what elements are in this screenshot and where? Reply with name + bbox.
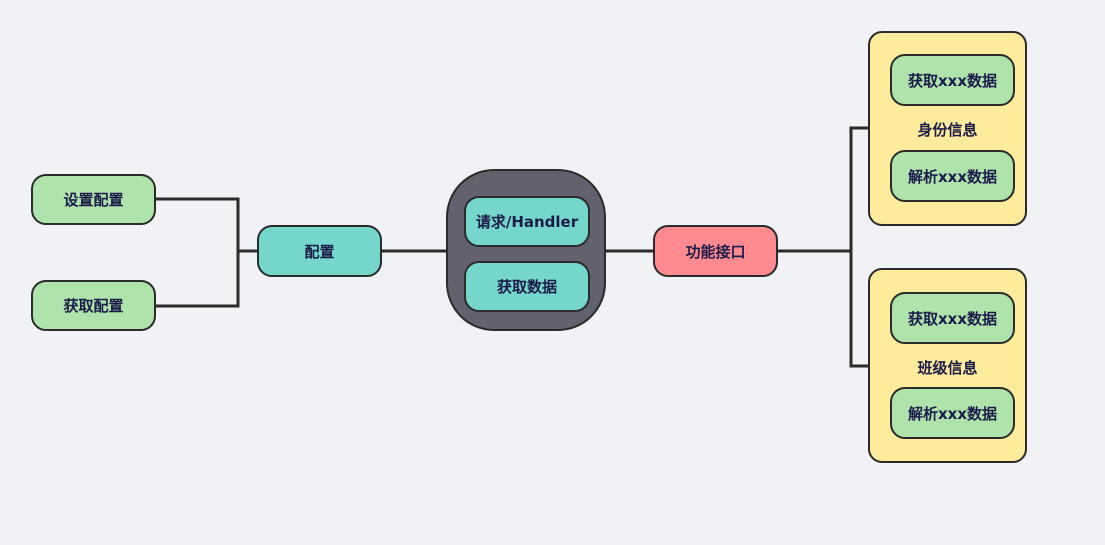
- config-node[interactable]: 配置: [257, 225, 382, 277]
- class-info-group[interactable]: 获取xxx数据 班级信息 解析xxx数据: [868, 268, 1027, 463]
- set-config-node[interactable]: 设置配置: [31, 174, 156, 225]
- connector-set-config: [155, 197, 258, 253]
- connector-get-config: [155, 251, 240, 308]
- identity-info-group[interactable]: 获取xxx数据 身份信息 解析xxx数据: [868, 31, 1027, 226]
- connector-class-group: [849, 251, 869, 368]
- get-data-node[interactable]: 获取数据: [464, 261, 590, 312]
- interface-node[interactable]: 功能接口: [653, 225, 778, 277]
- get-config-node[interactable]: 获取配置: [31, 280, 156, 331]
- identity-info-label: 身份信息: [917, 121, 978, 139]
- identity-get-data-node[interactable]: 获取xxx数据: [890, 54, 1015, 106]
- class-get-data-node[interactable]: 获取xxx数据: [890, 292, 1015, 344]
- identity-parse-data-node[interactable]: 解析xxx数据: [890, 150, 1015, 202]
- class-parse-data-node[interactable]: 解析xxx数据: [890, 387, 1015, 439]
- class-info-label: 班级信息: [917, 359, 978, 377]
- request-handler-node[interactable]: 请求/Handler: [464, 196, 590, 247]
- connector-identity-group: [849, 126, 869, 251]
- handler-group[interactable]: 请求/Handler 获取数据: [446, 169, 606, 331]
